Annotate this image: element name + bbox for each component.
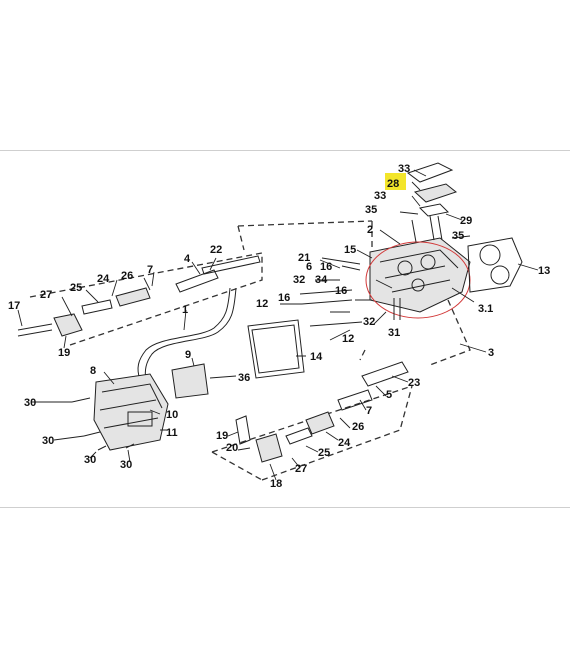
callout-c6: 6 — [306, 261, 312, 273]
callout-c32a: 32 — [293, 274, 305, 286]
callout-c26a: 26 — [121, 270, 133, 282]
callout-c16c: 16 — [278, 292, 290, 304]
callout-c17: 17 — [8, 300, 20, 312]
callout-c19a: 19 — [58, 347, 70, 359]
callout-c8: 8 — [90, 365, 96, 377]
callout-c35b: 35 — [452, 230, 464, 242]
highlight-28 — [385, 173, 406, 190]
callout-c27b: 27 — [295, 463, 307, 475]
callout-c35a: 35 — [365, 204, 377, 216]
callout-c10: 10 — [166, 409, 178, 421]
callout-c30b: 30 — [42, 435, 54, 447]
callout-c19b: 19 — [216, 430, 228, 442]
callout-c29: 29 — [460, 215, 472, 227]
cylinder-head — [369, 237, 471, 313]
callout-c20: 20 — [226, 442, 238, 454]
breather-hose — [137, 287, 231, 381]
intake-parts — [406, 162, 458, 243]
callout-c2: 2 — [367, 224, 373, 236]
callout-c7a: 7 — [147, 264, 153, 276]
head-gasket — [467, 237, 523, 293]
bracket — [171, 363, 209, 399]
callout-c36: 36 — [238, 372, 250, 384]
head-cover — [93, 373, 169, 451]
dashed-group-right — [359, 221, 471, 366]
frame-bottom-line — [0, 507, 570, 508]
callout-c7b: 7 — [366, 405, 372, 417]
callout-c9: 9 — [185, 349, 191, 361]
callout-c31: 31 — [388, 327, 400, 339]
callout-c30c: 30 — [84, 454, 96, 466]
rocker-assembly-lower — [235, 361, 409, 463]
rocker-assembly-upper — [17, 255, 261, 337]
callout-c21: 21 — [298, 252, 310, 264]
callout-c15: 15 — [344, 244, 356, 256]
bolts — [71, 298, 401, 451]
callout-c28: 28 — [387, 178, 399, 190]
leader-lines — [17, 169, 539, 481]
callout-c3: 3 — [488, 347, 494, 359]
callout-c25b: 25 — [318, 447, 330, 459]
callout-c24a: 24 — [97, 273, 110, 285]
callout-c12b: 12 — [342, 333, 354, 345]
callout-c12a: 12 — [256, 298, 268, 310]
callout-c1: 1 — [182, 304, 188, 316]
callout-c33a: 33 — [398, 163, 410, 175]
highlight-ellipse — [365, 241, 471, 319]
callout-c23: 23 — [408, 377, 420, 389]
callout-c30a: 30 — [24, 397, 36, 409]
callout-c4: 4 — [184, 253, 191, 265]
callout-c27a: 27 — [40, 289, 52, 301]
callout-c32b: 32 — [363, 316, 375, 328]
dashed-group-upper — [29, 220, 373, 346]
callout-c26b: 26 — [352, 421, 364, 433]
cover-gasket — [247, 319, 305, 379]
studs — [299, 257, 363, 327]
callout-c16b: 16 — [335, 285, 347, 297]
callout-c16a: 16 — [320, 261, 332, 273]
callout-c13: 13 — [538, 265, 550, 277]
callout-c30d: 30 — [120, 459, 132, 471]
callout-c22: 22 — [210, 244, 222, 256]
callout-c11: 11 — [166, 427, 178, 439]
callout-c24b: 24 — [338, 437, 351, 449]
callout-c34: 34 — [315, 274, 328, 286]
callout-c18: 18 — [270, 478, 282, 490]
callout-c3_1: 3.1 — [478, 303, 493, 315]
frame-top-line — [0, 150, 570, 151]
callout-c14: 14 — [310, 351, 323, 363]
callout-c33b: 33 — [374, 190, 386, 202]
callout-c25a: 25 — [70, 282, 82, 294]
callout-c5: 5 — [386, 389, 392, 401]
